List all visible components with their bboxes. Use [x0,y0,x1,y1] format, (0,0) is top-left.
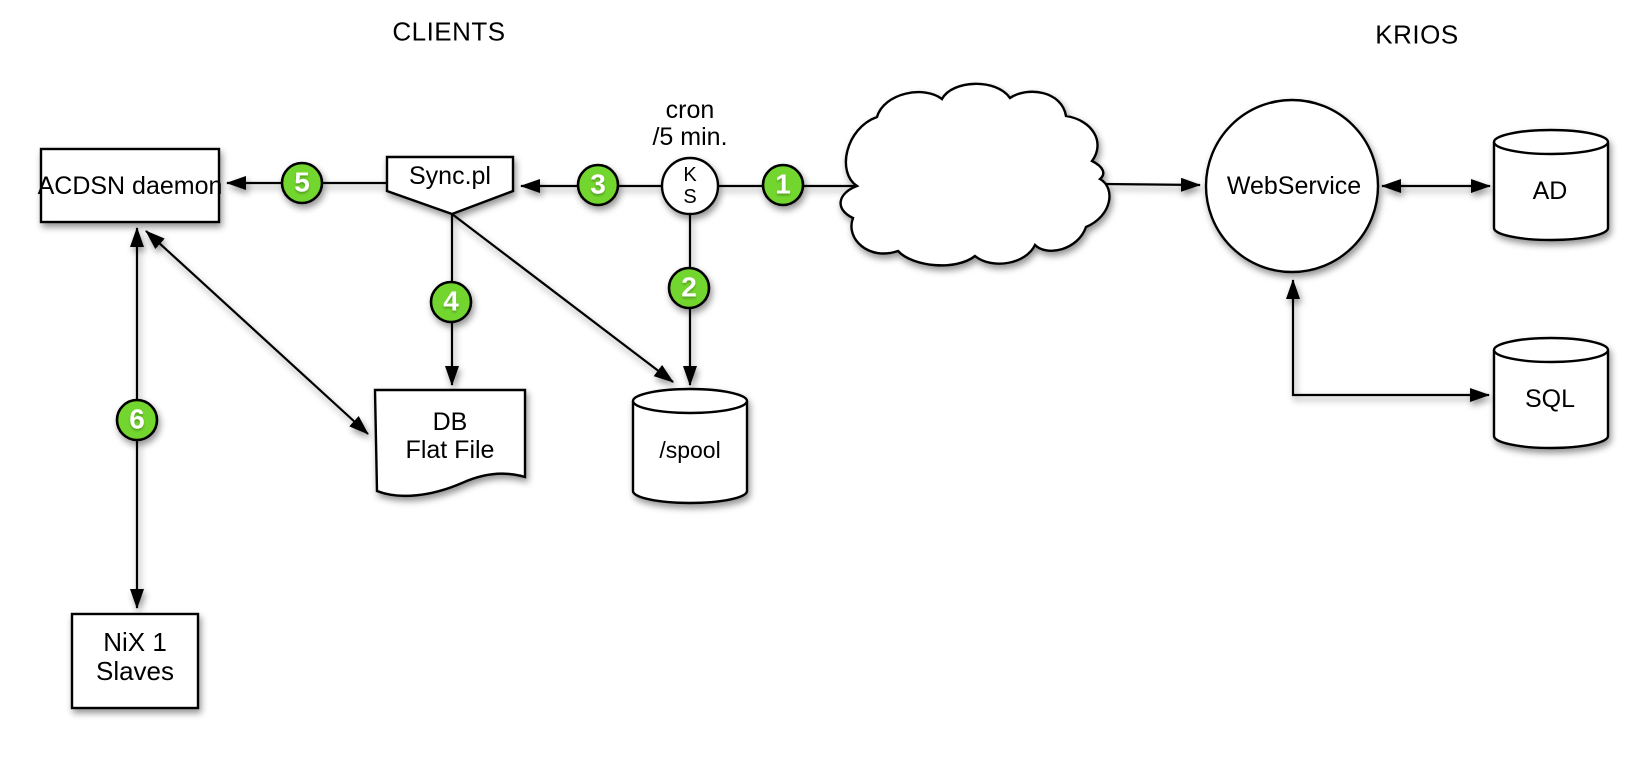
arrow-cloud-to-webservice [1103,177,1201,192]
step-badge-2-number: 2 [681,271,697,303]
ks-line2: S [683,186,697,208]
step-badge-4-number: 4 [443,285,459,317]
acdsn-daemon-label: ACDSN daemon [37,172,223,200]
acdsn-daemon-box [39,147,221,224]
ks-circle-shape [660,156,720,216]
db-flat-file-line1: DB [432,408,468,436]
cron-schedule-line1: cron [665,96,715,124]
sql-cylinder-shape [1492,336,1610,450]
webservice-circle-shape [1204,98,1380,274]
step-badge-4-circle [429,280,473,324]
sql-label: SQL [1524,385,1576,413]
step-badge-1-number: 1 [775,168,791,200]
step-badge-6-number: 6 [129,403,145,435]
ad-cylinder-shape [1492,128,1610,242]
syncpl-label: Sync.pl [409,162,491,190]
cloud-shape [839,82,1111,267]
ks-circle-label: K S [683,164,696,208]
clients-section-label: CLIENTS [392,16,506,47]
nix-slaves-box [70,612,200,710]
spool-cylinder-shape [631,387,749,505]
step-badge-5-circle [280,161,324,205]
step-badge-1-circle [761,163,805,207]
krios-section-label: KRIOS [1375,19,1459,50]
arrow-syncpl-to-spool-diagonal [451,213,674,383]
arrow-acdsn-dbflatfile-bidirectional [145,230,369,435]
cron-schedule-caption: cron /5 min. [652,97,727,151]
step-badge-3-number: 3 [590,168,606,200]
step-badge-3-circle [576,163,620,207]
db-flat-file-document-shape [373,388,527,498]
nix-slaves-line1: NiX 1 [103,626,167,657]
nix-slaves-label: NiX 1 Slaves [95,626,175,686]
ks-line1: K [683,164,697,186]
db-flat-file-label: DB Flat File [406,408,495,464]
db-flat-file-line2: Flat File [405,436,495,464]
ad-label: AD [1532,177,1568,205]
arrow-webservice-sql-elbow [1286,279,1490,402]
cron-schedule-line2: /5 min. [652,123,728,151]
step-badge-2-circle [667,266,711,310]
nix-slaves-line2: Slaves [95,656,175,686]
step-badge-5-number: 5 [294,166,310,198]
step-badge-6-circle [115,398,159,442]
spool-label: /spool [659,437,721,464]
webservice-label: WebService [1226,172,1362,200]
syncpl-shape [385,155,515,216]
